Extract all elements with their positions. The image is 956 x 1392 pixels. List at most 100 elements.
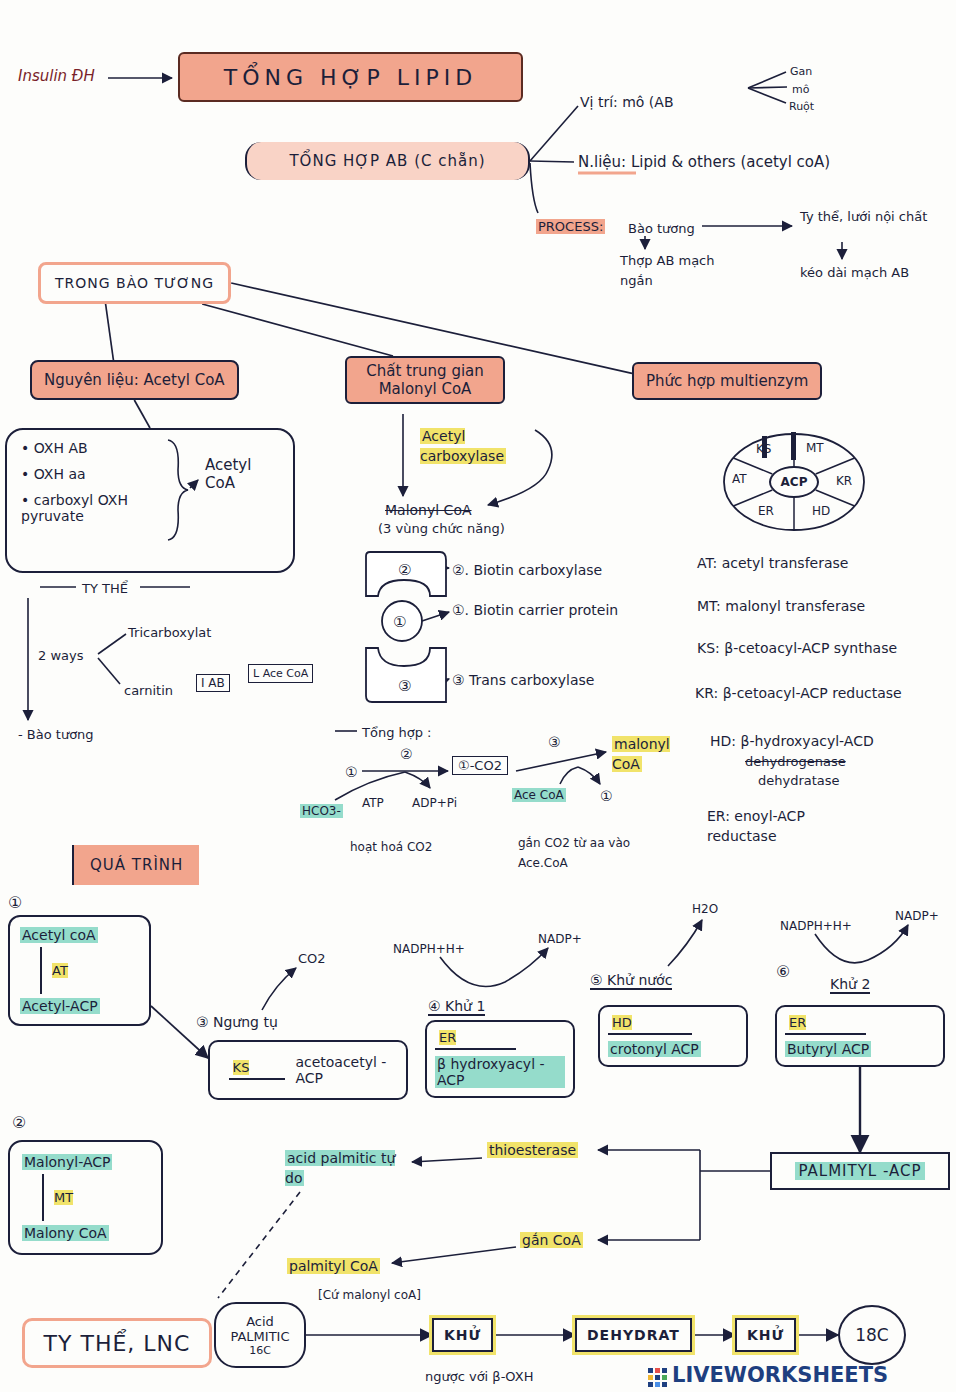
- node-text: crotonyl ACP: [608, 1041, 701, 1057]
- note-label: kéo dài mạch AB: [800, 265, 909, 280]
- label-slot: ①. Biotin carrier protein: [452, 600, 622, 620]
- node-text: Acetyl-ACP: [20, 998, 100, 1014]
- label-slot: Tricarboxylat: [128, 622, 211, 642]
- watermark: LIVEWORKSHEETS: [672, 1363, 888, 1387]
- node-text: 18C: [855, 1325, 889, 1345]
- node-text: Acetyl CoA: [205, 456, 283, 492]
- enzyme-figure: [366, 648, 446, 702]
- note-label: Ace CoA: [512, 788, 566, 802]
- label-slot: carnitin: [124, 680, 173, 700]
- watermark-icon: [648, 1375, 653, 1380]
- connector: [493, 1334, 575, 1336]
- label-slot: ②: [398, 560, 411, 580]
- label-slot: HCO3-: [300, 800, 343, 820]
- leader-line: [748, 88, 786, 103]
- node-text: PALMITYL -ACP: [795, 1162, 924, 1180]
- leader-line: [335, 730, 357, 732]
- step-box: Malonyl-ACPMTMalony CoA: [8, 1140, 163, 1255]
- step-label: Khử 2: [830, 976, 870, 994]
- note-label: gắn CoA: [520, 1232, 583, 1248]
- label-slot: ③: [548, 732, 561, 752]
- text-slot: MT: [806, 441, 824, 455]
- label-slot: malonyl CoA: [612, 734, 692, 774]
- enzyme-wheel: KSMTKRHDERATACP: [722, 432, 867, 532]
- leader-line: [598, 1239, 700, 1241]
- definition-label: KS: β-cetoacyl-ACP synthase: [697, 640, 897, 656]
- callout-number: ②: [12, 1113, 26, 1132]
- node-text: Malony CoA: [22, 1225, 109, 1241]
- note-label: Malonyl CoA: [385, 502, 472, 518]
- enzyme-label: Acetyl carboxylase: [420, 428, 506, 464]
- wheel-spoke: [816, 490, 855, 506]
- label-slot: hoạt hoá CO2: [350, 836, 432, 856]
- node-text: HD: [812, 504, 830, 518]
- connector: [796, 1334, 838, 1336]
- step-box: HDcrotonyl ACP: [598, 1005, 748, 1067]
- connector: [106, 304, 114, 360]
- label-slot: TY THỂ: [82, 578, 128, 598]
- node-text: KS: [756, 442, 772, 456]
- wheel-spoke: [816, 458, 855, 474]
- node-text: MT: [42, 1174, 73, 1221]
- label-slot: Tổng hợp :: [362, 722, 431, 742]
- leader-line: [748, 72, 786, 88]
- complex-box: ①-CO2: [452, 756, 508, 775]
- leader-line: [27, 598, 29, 720]
- note-label: [Cứ malonyl coA]: [318, 1288, 421, 1302]
- leader-line: [140, 586, 190, 588]
- leader-line: [402, 414, 404, 496]
- label-slot: palmityl CoA: [287, 1256, 380, 1276]
- note-label: ③ Trans carboxylase: [452, 672, 594, 688]
- topic-box: Chất trung gian Malonyl CoA: [345, 356, 505, 404]
- node-text: TY THỂ, LNC: [44, 1331, 191, 1356]
- leader-line: [405, 772, 430, 788]
- label-slot: Ty thể, lưới nội chất: [800, 206, 930, 226]
- node-text: MT: [806, 441, 824, 455]
- watermark-icon: [655, 1368, 660, 1373]
- leader-line: [488, 430, 552, 505]
- label-slot: ③ Ngưng tụ: [196, 1012, 278, 1032]
- label-slot: HD: β-hydroxyacyl-ACD: [710, 731, 874, 751]
- node-text: Acid PALMITIC: [216, 1314, 304, 1344]
- definition-label: dehydrogenase: [745, 754, 846, 769]
- note-label: ②. Biotin carboxylase: [452, 562, 602, 578]
- node-text: KS: [229, 1060, 286, 1080]
- connector: [859, 1067, 861, 1152]
- label-slot: kéo dài mạch AB: [800, 262, 909, 282]
- label-slot: H2O: [692, 898, 718, 918]
- label-slot: ①: [345, 762, 358, 782]
- label-slot: [Cứ malonyl coA]: [318, 1284, 421, 1304]
- leader-line: [668, 920, 702, 966]
- callout-number: ①: [345, 764, 358, 780]
- callout-number: ③: [398, 677, 411, 695]
- label-slot: KS: β-cetoacyl-ACP synthase: [697, 638, 897, 658]
- node-text: Nguyên liệu: Acetyl CoA: [44, 371, 225, 389]
- note-label: NADPH+H+: [393, 942, 465, 956]
- leader-line: [362, 770, 448, 772]
- callout-number: ③: [548, 734, 561, 750]
- leader-line: [530, 161, 574, 162]
- topic-box: Nguyên liệu: Acetyl CoA: [30, 360, 239, 400]
- label-slot: ①: [600, 786, 613, 806]
- leader-line: [530, 163, 538, 213]
- label-slot: ②: [12, 1113, 26, 1133]
- note-label: Vị trí: mô (AB: [580, 94, 674, 110]
- callout-number: ②: [400, 746, 413, 762]
- label-slot: Ruột: [789, 95, 814, 115]
- text-slot: KR: [836, 474, 852, 488]
- label-slot: mô: [792, 78, 809, 98]
- watermark-icon: [655, 1382, 660, 1387]
- label-slot: NADPH+H+: [393, 938, 465, 958]
- brace-box: TỔNG HỢP AB (C chẵn): [245, 142, 530, 180]
- node-text: Butyryl ACP: [785, 1041, 871, 1057]
- node-text: ACP: [781, 475, 808, 489]
- step-label: ③ Ngưng tụ: [196, 1014, 278, 1030]
- label-slot: ①: [8, 893, 22, 913]
- label-slot: N.liệu: Lipid & others (acetyl coA): [578, 152, 830, 172]
- callout-number: ⑥: [776, 962, 790, 981]
- node-text: Phức hợp multienzym: [646, 372, 808, 390]
- label-slot: ④ Khử 1: [428, 996, 485, 1016]
- node-text: ①-CO2: [458, 758, 502, 773]
- leader-line: [98, 658, 120, 684]
- highlight-underline: [578, 172, 636, 175]
